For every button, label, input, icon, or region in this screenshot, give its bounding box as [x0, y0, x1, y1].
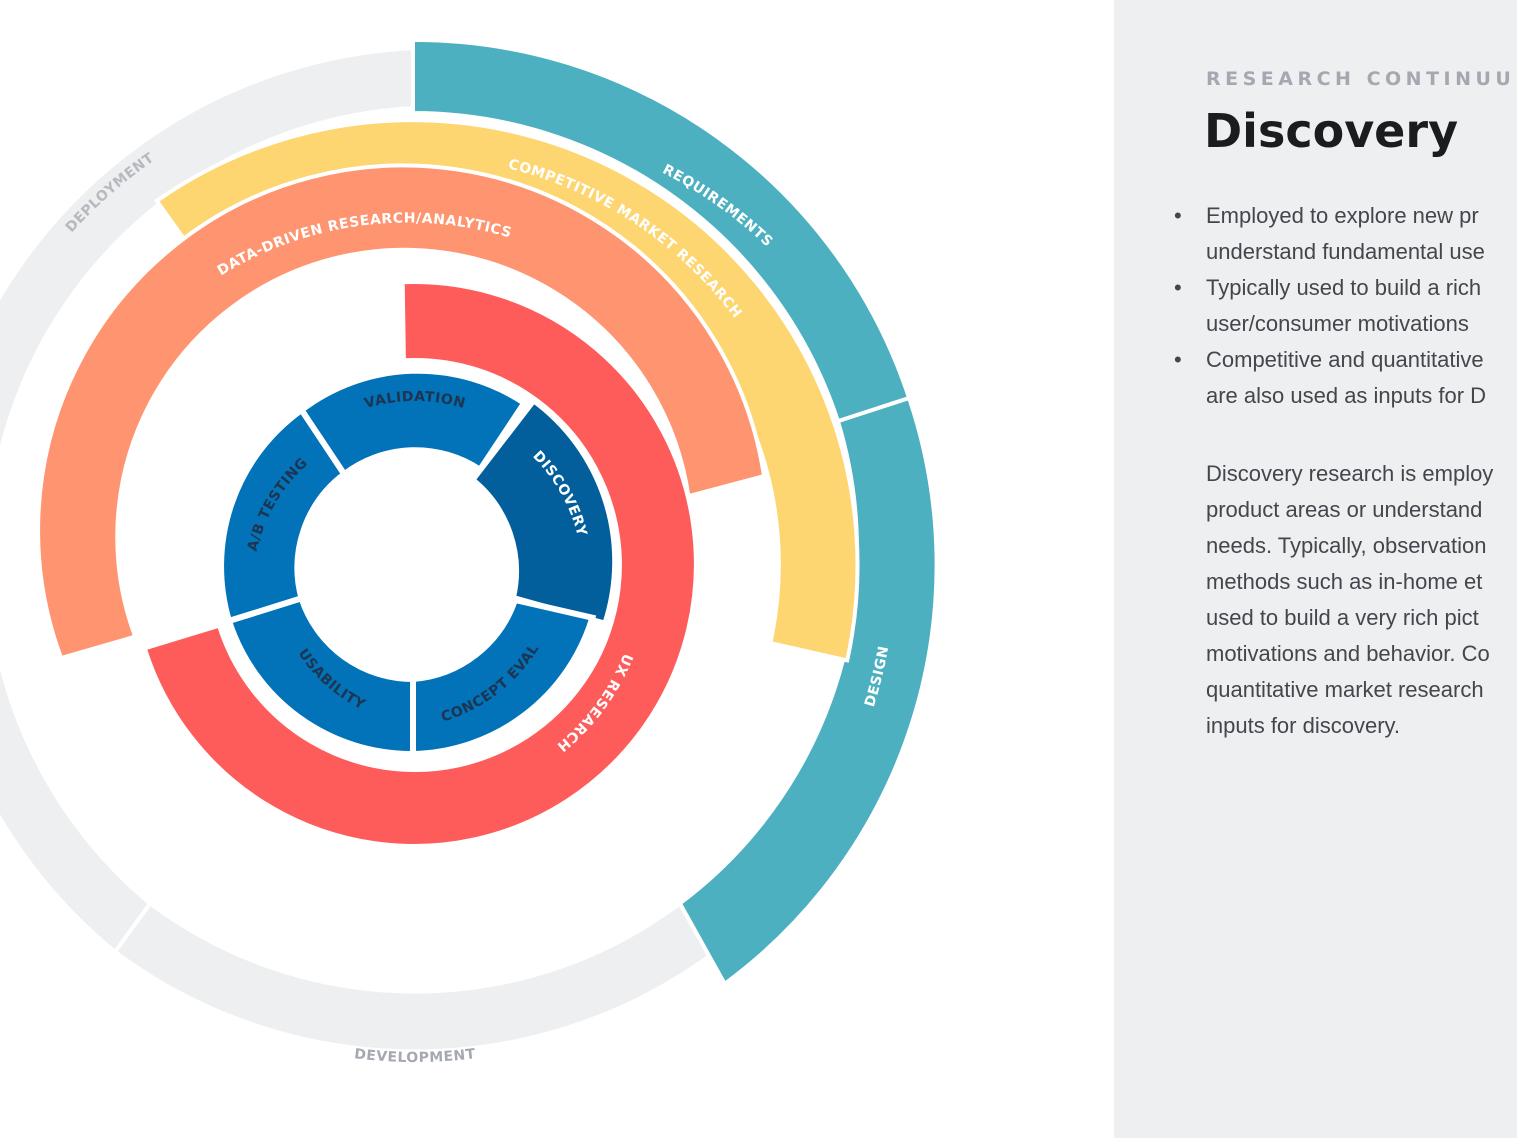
description-line: inputs for discovery.	[1206, 713, 1401, 738]
bullet-item: Employed to explore new pr understand fu…	[1174, 198, 1517, 270]
outer-ring	[0, 37, 939, 1054]
bullet-line: understand fundamental use	[1206, 239, 1485, 264]
description-line: product areas or understand	[1206, 497, 1483, 522]
segment-validation[interactable]	[297, 367, 529, 479]
description-line: motivations and behavior. Co	[1206, 641, 1490, 666]
bullet-line: are also used as inputs for D	[1206, 383, 1487, 408]
panel-title: Discovery	[1204, 104, 1459, 158]
research-continuum-wheel: REQUIREMENTS DESIGN DEVELOPMENT DEPLOYME…	[0, 37, 939, 1066]
band-data-driven-research[interactable]	[36, 163, 767, 661]
segment-ab-testing[interactable]	[218, 405, 349, 625]
bullet-line: Typically used to build a rich	[1206, 275, 1482, 300]
panel-bullet-list: Employed to explore new pr understand fu…	[1174, 198, 1517, 414]
description-line: used to build a very rich pict	[1206, 605, 1479, 630]
bullet-item: Competitive and quantitative are also us…	[1174, 342, 1517, 414]
description-line: Discovery research is employ	[1206, 461, 1494, 486]
panel-kicker: RESEARCH CONTINUUM	[1206, 68, 1517, 90]
segment-usability[interactable]	[225, 594, 416, 758]
segment-deployment[interactable]	[0, 45, 417, 955]
description-line: methods such as in-home et	[1206, 569, 1483, 594]
segment-development[interactable]	[112, 900, 718, 1054]
bullet-line: Employed to explore new pr	[1206, 203, 1479, 228]
description-line: quantitative market research	[1206, 677, 1484, 702]
label-development: DEVELOPMENT	[353, 1046, 476, 1066]
segment-discovery[interactable]	[468, 396, 619, 628]
band-ux-research[interactable]	[142, 279, 698, 848]
bullet-item: Typically used to build a rich user/cons…	[1174, 270, 1517, 342]
panel-description: Discovery research is employ product are…	[1206, 456, 1517, 744]
core-methods	[218, 367, 619, 758]
bullet-line: Competitive and quantitative	[1206, 347, 1484, 372]
description-line: needs. Typically, observation	[1206, 533, 1487, 558]
segment-concept-eval[interactable]	[410, 596, 597, 758]
label-validation: VALIDATION	[363, 389, 468, 412]
detail-panel: RESEARCH CONTINUUM Discovery Employed to…	[1114, 0, 1517, 1138]
bullet-line: user/consumer motivations	[1206, 311, 1469, 336]
segment-requirements[interactable]	[411, 37, 912, 424]
